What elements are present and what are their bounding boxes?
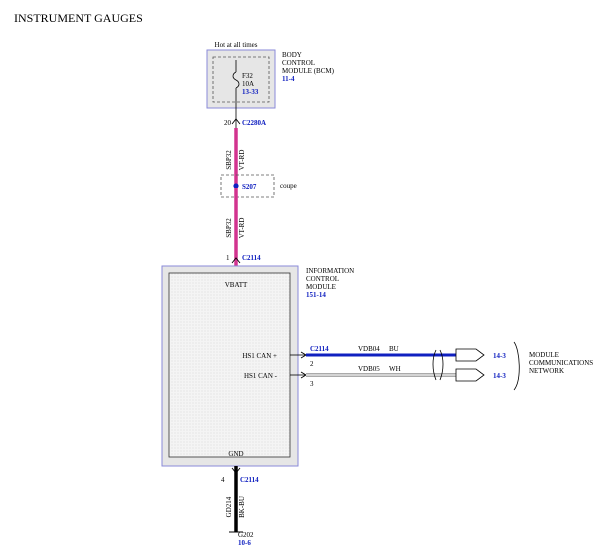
network-label-line-2: COMMUNICATIONS bbox=[529, 359, 593, 367]
network-bracket-icon bbox=[513, 341, 520, 391]
can-neg-label: HS1 CAN - bbox=[244, 372, 278, 380]
can-neg-pin: 3 bbox=[310, 380, 314, 388]
wire-lower-color: VT-RD bbox=[238, 218, 246, 239]
bcm-name-line-3: MODULE (BCM) bbox=[282, 67, 335, 75]
can-neg-offpage-connector-icon bbox=[455, 368, 485, 382]
can-pos-ref: 14-3 bbox=[493, 352, 506, 360]
ground-name: G202 bbox=[238, 531, 254, 539]
wire-vdb05-color: WH bbox=[389, 365, 401, 373]
wire-lower-circuit: SBP32 bbox=[225, 218, 233, 238]
icm-bottom-connector: C2114 bbox=[240, 476, 259, 484]
splice-note: coupe bbox=[280, 182, 297, 190]
can-pos-pin: 2 bbox=[310, 360, 314, 368]
bcm-connector-icon bbox=[231, 118, 241, 125]
wire-ground-color: BK-BU bbox=[238, 496, 246, 518]
fuse-ref: 13-33 bbox=[242, 88, 259, 96]
icm-ref: 151-14 bbox=[306, 291, 326, 299]
diagram-title: INSTRUMENT GAUGES bbox=[14, 11, 143, 25]
splice-dot-icon bbox=[233, 183, 239, 189]
icm-bottom-pin: 4 bbox=[221, 476, 225, 484]
wire-vdb04-circuit: VDB04 bbox=[358, 345, 380, 353]
wire-upper-color: VT-RD bbox=[238, 150, 246, 171]
can-pos-offpage-connector-icon bbox=[455, 348, 485, 362]
twisted-pair-icon bbox=[432, 349, 444, 381]
ground-ref: 10-6 bbox=[238, 539, 251, 547]
network-label-line-1: MODULE bbox=[529, 351, 559, 359]
icm-top-pin: 1 bbox=[226, 254, 230, 262]
icm-name-line-3: MODULE bbox=[306, 283, 336, 291]
can-neg-ref: 14-3 bbox=[493, 372, 506, 380]
wire-upper-circuit: SBP32 bbox=[225, 150, 233, 170]
can-connector: C2114 bbox=[310, 345, 329, 353]
icm-inner-box bbox=[168, 272, 291, 458]
icm-vbatt-label: VBATT bbox=[225, 281, 248, 289]
splice-name: S207 bbox=[242, 183, 257, 191]
fuse-name: F32 bbox=[242, 72, 253, 80]
bcm-name-line-1: BODY bbox=[282, 51, 302, 59]
wire-ground-circuit: GD214 bbox=[225, 496, 233, 517]
bcm-module-box bbox=[206, 49, 276, 109]
icm-name-line-1: INFORMATION bbox=[306, 267, 354, 275]
splice-dashed-box bbox=[220, 174, 275, 198]
bcm-pin-number: 20 bbox=[224, 119, 232, 127]
wire-vdb04-color: BU bbox=[389, 345, 399, 353]
can-pos-label: HS1 CAN + bbox=[242, 352, 277, 360]
bcm-name-line-2: CONTROL bbox=[282, 59, 315, 67]
icm-top-connector: C2114 bbox=[242, 254, 261, 262]
icm-gnd-label: GND bbox=[228, 450, 243, 458]
bcm-connector: C2280A bbox=[242, 119, 266, 127]
icm-top-connector-icon bbox=[231, 257, 241, 264]
fuse-icon bbox=[232, 71, 240, 89]
bcm-inner-dashed-box bbox=[212, 56, 270, 103]
fuse-rating: 10A bbox=[242, 80, 254, 88]
wire-vdb05-circuit: VDB05 bbox=[358, 365, 380, 373]
bcm-ref: 11-4 bbox=[282, 75, 295, 83]
icm-name-line-2: CONTROL bbox=[306, 275, 339, 283]
hot-at-all-times-label: Hot at all times bbox=[215, 41, 258, 49]
network-label-line-3: NETWORK bbox=[529, 367, 564, 375]
